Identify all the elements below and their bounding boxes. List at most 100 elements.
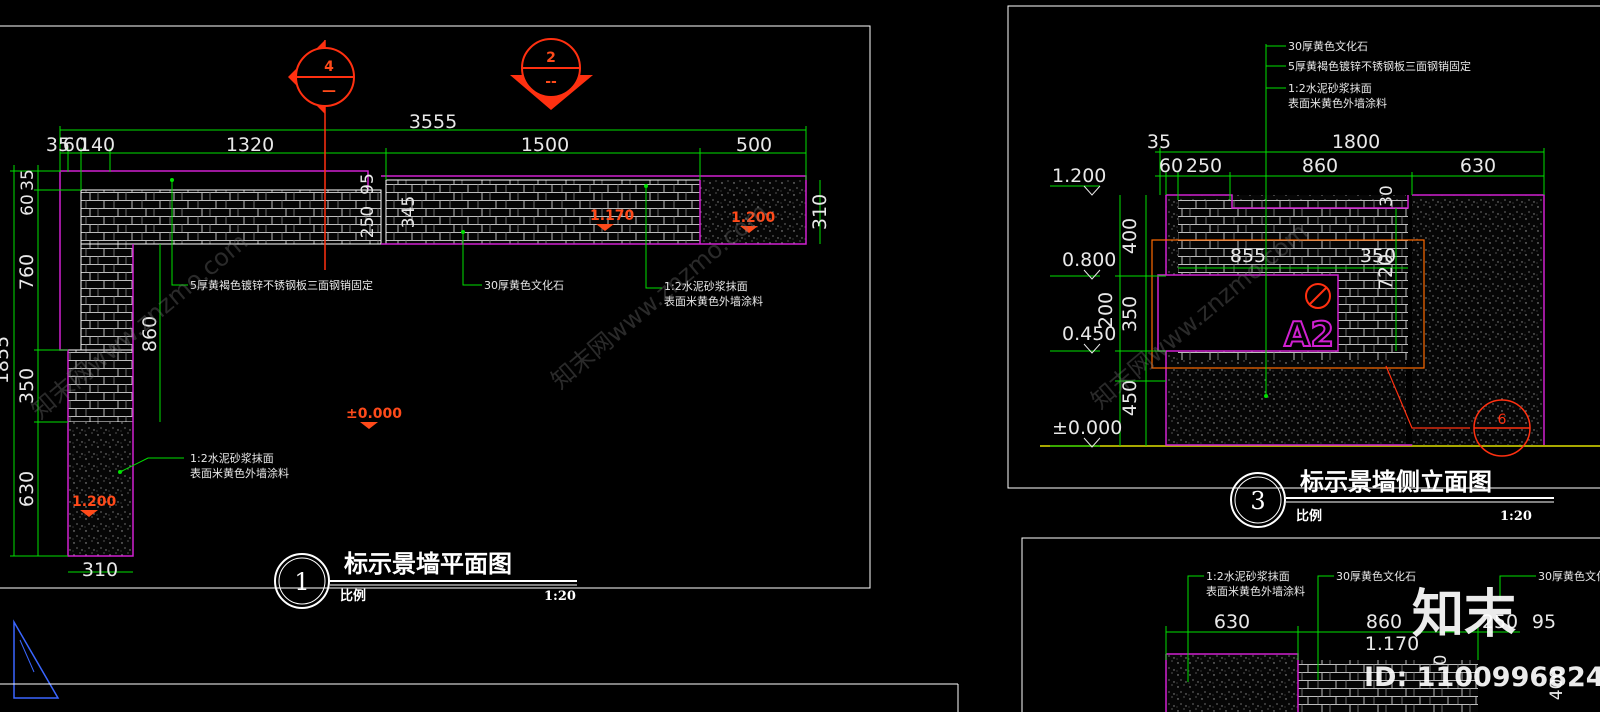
north-arrow-hatch <box>19 639 35 673</box>
side-dim-35: 35 <box>1147 131 1171 153</box>
plan-dim-top <box>59 126 821 244</box>
plan-note-mortar-2: 表面米黄色外墙涂料 <box>664 294 763 308</box>
side-scale-value: 1:20 <box>1500 509 1532 524</box>
plan-wall-stone-top <box>80 189 382 245</box>
plan-dim-345: 345 <box>399 196 419 228</box>
side-dim-860: 860 <box>1302 155 1338 177</box>
bottom-dim-860: 860 <box>1366 611 1402 633</box>
svg-text:2: 2 <box>546 50 556 66</box>
side-frame <box>1007 5 1600 489</box>
svg-text:1.200: 1.200 <box>72 494 117 510</box>
side-logo-mark: A2 <box>1283 283 1335 356</box>
section-marker-2: 2 -- <box>510 38 593 110</box>
bottom-dim-400: 400 <box>1547 668 1567 700</box>
plan-dim-60: 60 <box>63 134 87 156</box>
bottom-panel: 1:2水泥砂浆抹面 表面米黄色外墙涂料 30厚黄色文化石 30厚黄色文化石 63… <box>1021 537 1600 712</box>
plan-elevation-1200-left: 1.200 <box>72 494 117 517</box>
svg-text:0.450: 0.450 <box>1062 323 1116 345</box>
plan-frame <box>0 25 871 589</box>
side-dim-250: 250 <box>1186 155 1222 177</box>
side-dim-1800: 1800 <box>1332 131 1380 153</box>
watermark-brand: 知末 <box>1412 585 1516 645</box>
plan-scale-label: 比例 <box>340 588 366 604</box>
plan-wall-stone-mid <box>385 179 701 245</box>
side-dim-630: 630 <box>1460 155 1496 177</box>
side-dim-lines <box>1050 148 1545 447</box>
plan-dim-35: 35 <box>46 134 70 156</box>
svg-text:1.200: 1.200 <box>731 210 776 226</box>
plan-dim-500: 500 <box>736 134 772 156</box>
plan-dim-left-60: 60 <box>18 194 38 216</box>
bottom-stone <box>1298 660 1478 712</box>
plan-elevation-1200-right: 1.200 <box>731 210 776 233</box>
side-level-zero: ±0.000 <box>1052 417 1122 448</box>
plan-elevation-1170: 1.170 <box>590 208 635 231</box>
svg-text:4: 4 <box>324 59 334 75</box>
plan-note-mortar-1: 1:2水泥砂浆抹面 <box>664 279 748 293</box>
plan-steel-outline <box>59 170 807 557</box>
side-level-1200: 1.200 <box>1052 165 1106 196</box>
side-elevation-panel: A2 6 30厚黄色文化石 5厚黄褐色镀锌不锈钢板三面钢销固定 1:2水泥砂浆抹… <box>1007 5 1600 528</box>
svg-text:--: -- <box>545 74 557 90</box>
bottom-note-stone-2: 30厚黄色文化石 <box>1538 569 1600 583</box>
plan-dim-250: 250 <box>358 206 378 238</box>
side-plaster-right <box>1412 195 1544 445</box>
plan-panel: 3555 35 60 140 1320 1500 500 1855 60 35 … <box>0 25 959 712</box>
plan-dim-860: 860 <box>139 316 161 352</box>
plan-note-stone: 30厚黄色文化石 <box>484 278 564 292</box>
plan-note-left-mortar-2: 表面米黄色外墙涂料 <box>190 466 289 480</box>
side-dim-855: 855 <box>1230 245 1266 267</box>
plan-plaster-right <box>700 180 806 244</box>
bottom-dim-630: 630 <box>1214 611 1250 633</box>
svg-text:—: — <box>322 83 336 99</box>
side-detail-leader <box>1385 365 1470 429</box>
bottom-plaster <box>1166 654 1298 712</box>
side-title-block: 3 标示景墙侧立面图 比例 1:20 <box>1230 467 1554 528</box>
plan-dim-1500: 1500 <box>521 134 569 156</box>
side-note-steel: 5厚黄褐色镀锌不锈钢板三面钢销固定 <box>1288 59 1471 73</box>
side-dim-30: 30 <box>1377 185 1397 207</box>
side-dim-left-350: 350 <box>1119 296 1141 332</box>
side-note-mortar-2: 表面米黄色外墙涂料 <box>1288 96 1387 110</box>
bottom-note-mortar-1: 1:2水泥砂浆抹面 <box>1206 569 1290 583</box>
plan-dim-bottom-310: 310 <box>82 559 118 581</box>
side-title: 标示景墙侧立面图 <box>1300 467 1492 496</box>
plan-leaders <box>119 180 662 473</box>
plan-note-left-mortar-1: 1:2水泥砂浆抹面 <box>190 451 274 465</box>
north-arrow <box>13 619 60 699</box>
plan-plaster-left <box>68 422 133 556</box>
svg-text:0.800: 0.800 <box>1062 249 1116 271</box>
plan-dim-total-left: 1855 <box>0 336 13 384</box>
bottom-dim-95: 95 <box>1532 611 1556 633</box>
plan-dim-left-760: 760 <box>16 254 38 290</box>
svg-text:±0.000: ±0.000 <box>346 406 402 422</box>
plan-dim-left-35: 35 <box>18 169 38 191</box>
bottom-leaders <box>1165 575 1536 682</box>
plan-title: 标示景墙平面图 <box>344 549 512 578</box>
bottom-dim-1170: 1.170 <box>1365 633 1419 655</box>
plan-dim-310: 310 <box>809 194 831 230</box>
plan-dim-1320: 1320 <box>226 134 274 156</box>
side-sign-panel <box>1157 274 1339 352</box>
side-dim-350: 350 <box>1360 245 1396 267</box>
section-marker-4: 4 — <box>288 40 355 270</box>
side-dim-60: 60 <box>1159 155 1183 177</box>
side-title-number: 3 <box>1250 487 1265 515</box>
svg-text:1.170: 1.170 <box>590 208 635 224</box>
side-note-stone: 30厚黄色文化石 <box>1288 39 1368 53</box>
bottom-note-mortar-2: 表面米黄色外墙涂料 <box>1206 584 1305 598</box>
plan-note-steel: 5厚黄褐色镀锌不锈钢板三面钢销固定 <box>190 278 373 292</box>
bottom-dim-0: 0 <box>1431 655 1451 666</box>
plan-dim-left-350: 350 <box>16 368 38 404</box>
side-dim-450: 450 <box>1119 380 1141 416</box>
watermark-id: ID: 1100996824 <box>1364 662 1600 693</box>
side-level-0800: 0.800 <box>1062 249 1116 280</box>
side-detail-marker-num: 6 <box>1498 412 1507 428</box>
side-dim-200: 200 <box>1095 292 1117 328</box>
plan-title-block: 1 标示景墙平面图 比例 1:20 <box>274 549 577 609</box>
bottom-dim-250: 250 <box>1482 611 1518 633</box>
svg-text:1.200: 1.200 <box>1052 165 1106 187</box>
plan-dim-140: 140 <box>79 134 115 156</box>
plan-dim-total: 3555 <box>409 111 457 133</box>
